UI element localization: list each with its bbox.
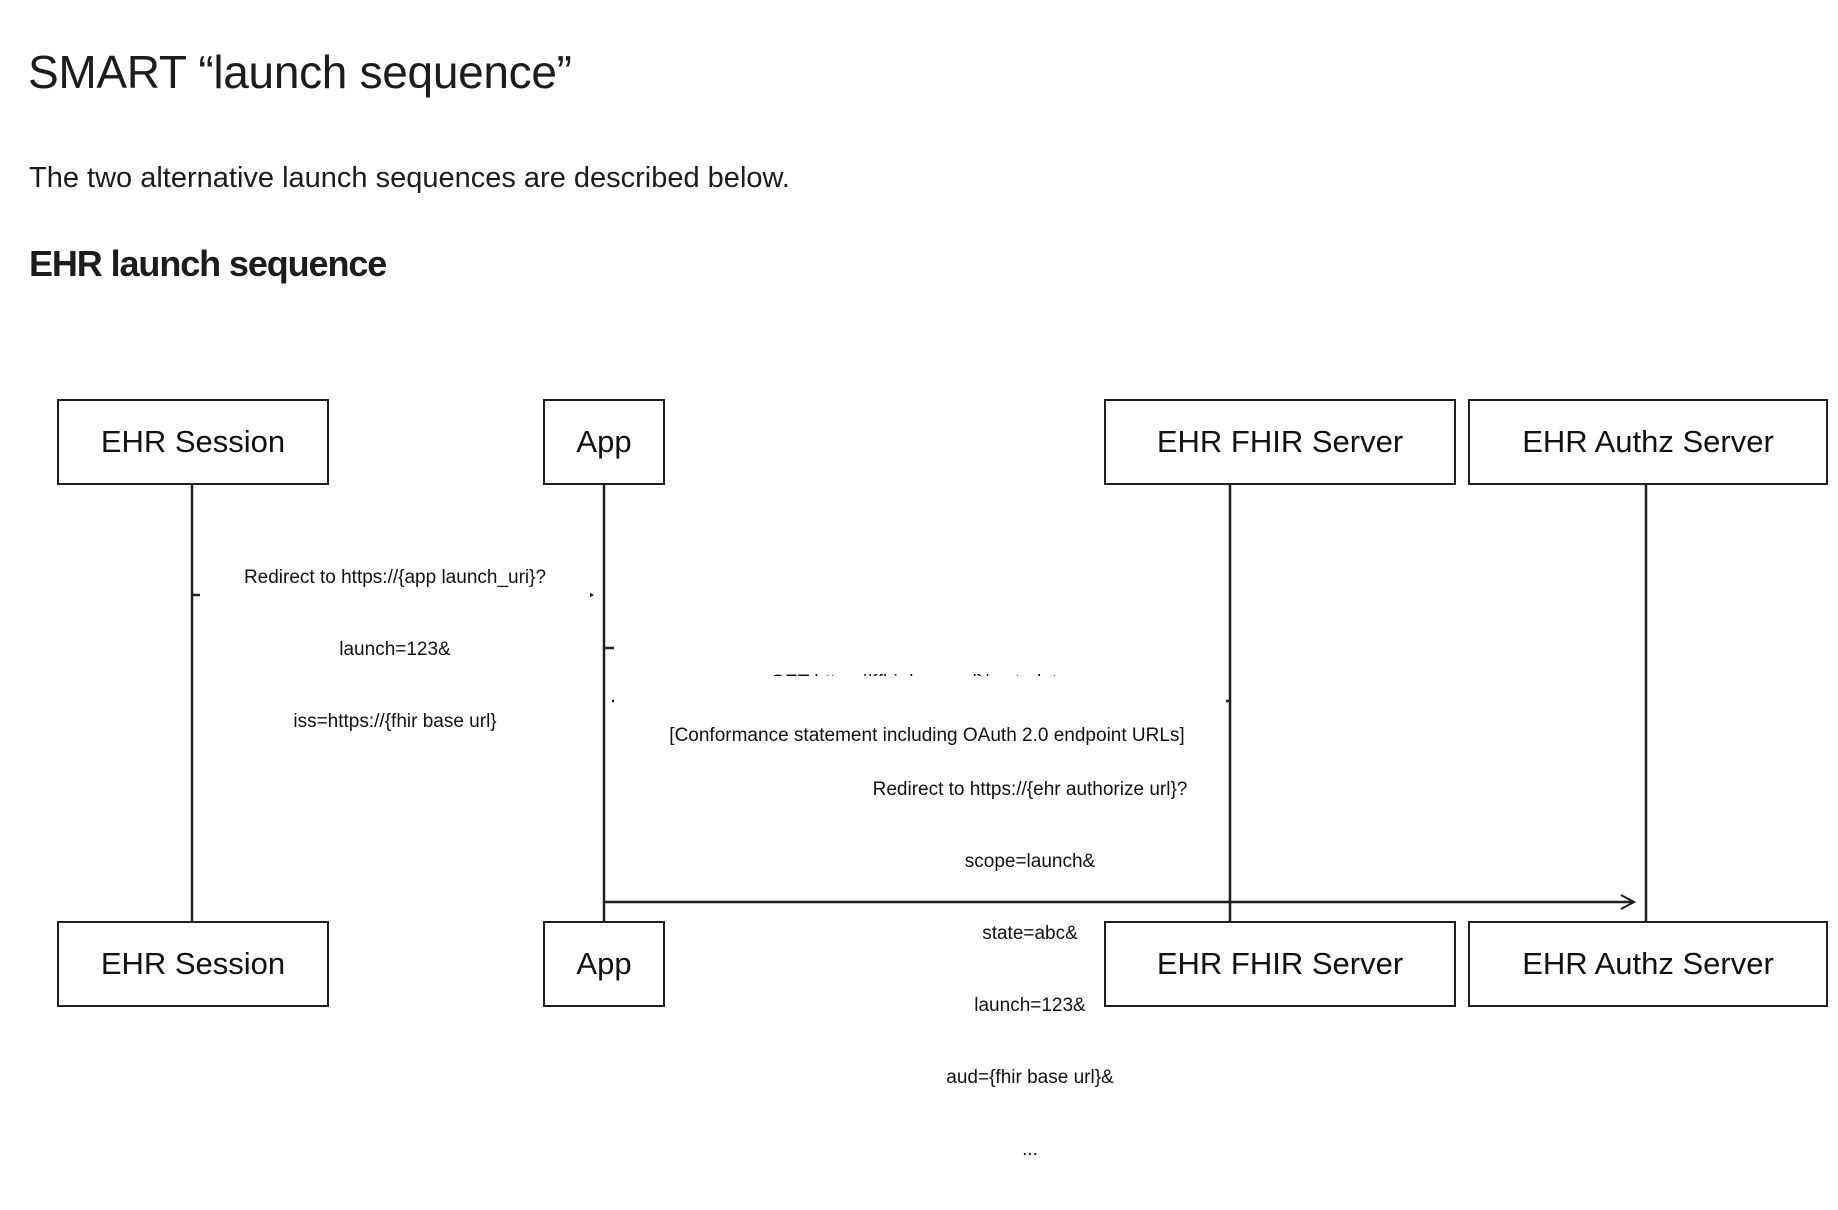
- message-label-line: state=abc&: [982, 923, 1078, 944]
- participant-box-ehr-authz-server-top[interactable]: EHR Authz Server: [1468, 399, 1828, 485]
- message-label-1: Redirect to https://{app launch_uri}? la…: [200, 518, 590, 782]
- message-label-line: scope=launch&: [964, 851, 1096, 872]
- participant-box-app-top[interactable]: App: [543, 399, 665, 485]
- participant-box-app-bottom[interactable]: App: [543, 921, 665, 1007]
- participant-label: EHR FHIR Server: [1156, 946, 1404, 981]
- participant-box-ehr-authz-server-bottom[interactable]: EHR Authz Server: [1468, 921, 1828, 1007]
- message-label-line: [Conformance statement including OAuth 2…: [669, 725, 1185, 746]
- participant-label: App: [576, 946, 632, 981]
- message-label-line: aud={fhir base url}&: [946, 1067, 1114, 1088]
- message-label-line: launch=123&: [339, 639, 451, 660]
- participant-label: App: [576, 424, 632, 459]
- participant-label: EHR Session: [100, 424, 286, 459]
- participant-box-ehr-session-bottom[interactable]: EHR Session: [57, 921, 329, 1007]
- participant-box-ehr-session-top[interactable]: EHR Session: [57, 399, 329, 485]
- message-label-line: launch=123&: [974, 995, 1086, 1016]
- participant-label: EHR FHIR Server: [1156, 424, 1404, 459]
- participant-label: EHR Authz Server: [1522, 424, 1774, 459]
- lifelines: [190, 485, 1648, 921]
- message-label-line: Redirect to https://{ehr authorize url}?: [872, 779, 1188, 800]
- participant-label: EHR Session: [100, 946, 286, 981]
- section-heading: EHR launch sequence: [29, 242, 387, 284]
- participant-box-ehr-fhir-server-bottom[interactable]: EHR FHIR Server: [1104, 921, 1456, 1007]
- page-root: SMART “launch sequence” The two alternat…: [28, 45, 1828, 1160]
- page-title: SMART “launch sequence”: [28, 45, 572, 98]
- message-label-line: ...: [1022, 1139, 1038, 1160]
- message-label-3: [Conformance statement including OAuth 2…: [628, 676, 1226, 796]
- intro-paragraph: The two alternative launch sequences are…: [29, 162, 790, 194]
- participant-box-ehr-fhir-server-top[interactable]: EHR FHIR Server: [1104, 399, 1456, 485]
- participant-label: EHR Authz Server: [1522, 946, 1774, 981]
- message-label-line: Redirect to https://{app launch_uri}?: [243, 567, 547, 588]
- message-label-line: iss=https://{fhir base url}: [293, 711, 497, 732]
- message-label-4: Redirect to https://{ehr authorize url}?…: [800, 730, 1260, 1210]
